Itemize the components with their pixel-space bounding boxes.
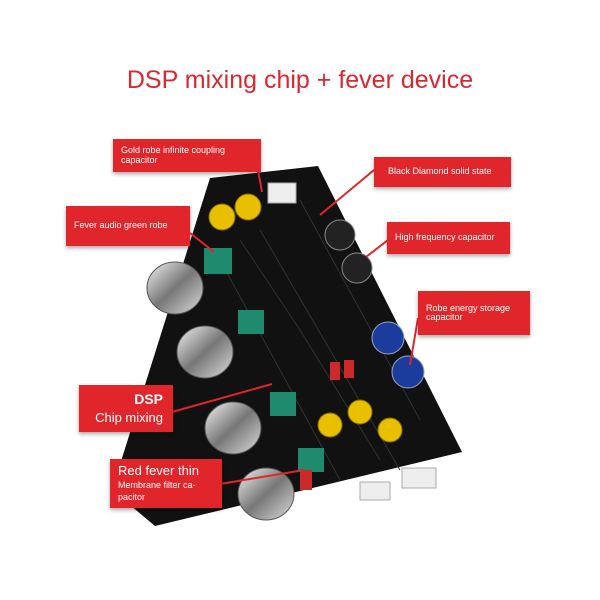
capacitor-icon	[270, 392, 296, 416]
callout-pointers	[171, 169, 419, 485]
callout-text: capacitor	[426, 312, 463, 322]
capacitor-icon	[330, 362, 340, 380]
callout-text: Membrane filter ca-	[118, 479, 196, 490]
red-film-capacitors	[300, 360, 354, 490]
capacitor-icon	[347, 399, 373, 425]
black-capacitors	[324, 219, 373, 284]
callout-red-fever: Red fever thin Membrane filter ca- pacit…	[110, 459, 222, 508]
callout-text: capacitor	[121, 154, 158, 165]
callout-gold-robe: Gold robe infinite coupling capacitor	[113, 139, 261, 172]
callout-text: Fever audio green robe	[74, 220, 168, 231]
capacitor-icon	[391, 355, 425, 389]
knob-icon	[204, 401, 262, 455]
capacitor-icon	[208, 203, 236, 231]
callout-text: Gold robe infinite coupling	[121, 145, 226, 156]
capacitor-icon	[341, 252, 373, 284]
connector-icon	[359, 481, 391, 501]
blue-capacitors	[371, 321, 425, 389]
capacitor-icon	[371, 321, 405, 355]
pcb-board	[112, 166, 462, 526]
capacitor-icon	[298, 448, 324, 472]
callout-black-diamond: Black Diamond solid state	[374, 157, 511, 187]
capacitor-icon	[234, 193, 262, 221]
callout-dsp: DSP Chip mixing	[79, 385, 173, 432]
callout-text: pacitor	[118, 492, 146, 503]
connector-icon	[267, 182, 297, 204]
green-capacitors	[204, 248, 324, 472]
capacitor-icon	[300, 470, 312, 490]
callout-fever-green: Fever audio green robe	[66, 206, 190, 246]
capacitor-icon	[317, 412, 343, 438]
knobs	[146, 261, 295, 521]
knob-icon	[176, 325, 234, 379]
capacitor-icon	[344, 360, 354, 378]
callout-text: Black Diamond solid state	[388, 166, 492, 177]
callout-text: Chip mixing	[95, 410, 163, 426]
callout-text: DSP	[134, 391, 163, 408]
knob-icon	[237, 467, 295, 521]
callout-text: Red fever thin	[118, 463, 199, 479]
capacitor-icon	[238, 310, 264, 334]
connector-icon	[401, 467, 437, 489]
gold-capacitors	[208, 193, 403, 443]
callout-high-frequency: High frequency capacitor	[387, 222, 510, 254]
knob-icon	[146, 261, 204, 315]
capacitor-icon	[204, 248, 232, 274]
callout-text: High frequency capacitor	[395, 232, 495, 243]
callout-text: Robe energy storage	[426, 302, 511, 313]
capacitor-icon	[377, 417, 403, 443]
page-title: DSP mixing chip + fever device	[126, 66, 474, 94]
callout-robe-energy: Robe energy storage capacitor	[418, 291, 530, 335]
capacitor-icon	[324, 219, 356, 251]
